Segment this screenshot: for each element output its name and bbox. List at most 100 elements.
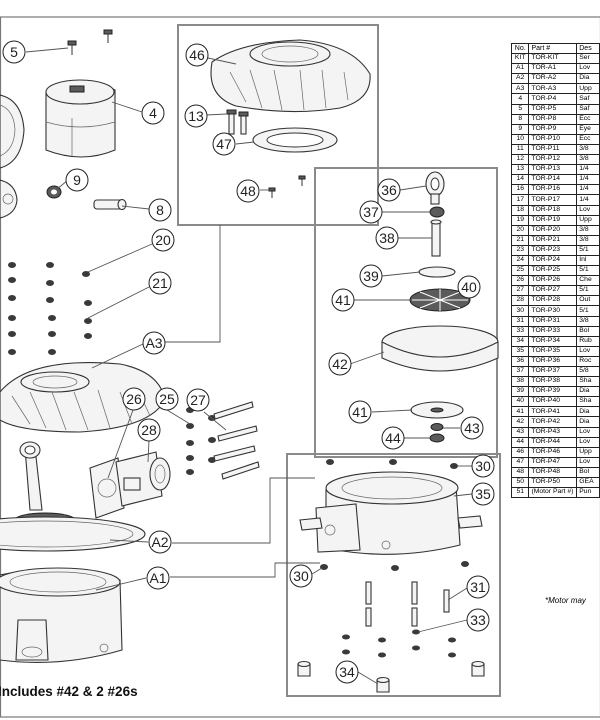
cell-part-number: TOR-P28 bbox=[528, 295, 578, 307]
cell-part-number: TOR-P39 bbox=[528, 386, 578, 398]
column-header-description: Des bbox=[576, 42, 600, 55]
cell-no: 30 bbox=[510, 305, 530, 317]
callout-28: 28 bbox=[137, 418, 161, 442]
cell-no: A2 bbox=[510, 73, 530, 85]
upper-housing-inset-box bbox=[177, 24, 379, 226]
callout-8: 8 bbox=[148, 198, 172, 222]
cell-description: 5/8 bbox=[576, 365, 600, 378]
cell-no: 34 bbox=[510, 335, 530, 347]
lower-housing-part bbox=[0, 567, 123, 663]
callout-4-label: 4 bbox=[149, 105, 157, 121]
cell-description: 1/4 bbox=[576, 164, 600, 176]
cell-part-number: TOR-P23 bbox=[528, 244, 578, 256]
callout-48-label: 48 bbox=[240, 183, 256, 199]
cell-part-number: TOR-P14 bbox=[528, 174, 578, 186]
callout-44-label: 44 bbox=[385, 430, 401, 446]
cell-description: Upp bbox=[576, 214, 600, 226]
rubber-feet-34-part bbox=[297, 660, 485, 693]
cell-description: Lov bbox=[576, 63, 600, 75]
cell-description: Ser bbox=[576, 53, 600, 65]
callout-41-lower-label: 41 bbox=[352, 404, 368, 420]
cell-description: Saf bbox=[576, 93, 600, 105]
cell-part-number: TOR-A1 bbox=[528, 63, 578, 75]
cell-part-number: TOR-P38 bbox=[528, 376, 578, 388]
cell-part-number: TOR-P34 bbox=[528, 335, 578, 347]
cell-no: 31 bbox=[510, 315, 530, 327]
cell-part-number: TOR-P36 bbox=[528, 355, 578, 368]
callout-38-label: 38 bbox=[379, 230, 395, 246]
eccentric-pin-part bbox=[93, 198, 127, 211]
callout-5: 5 bbox=[2, 40, 26, 64]
cell-no: 47 bbox=[510, 456, 530, 468]
cell-description: Dia bbox=[576, 406, 600, 418]
cell-part-number: TOR-P16 bbox=[528, 184, 578, 196]
cell-part-number: TOR-P21 bbox=[528, 234, 578, 246]
cell-description: Pun bbox=[576, 487, 600, 499]
cell-description: Lov bbox=[576, 436, 600, 448]
callout-27: 27 bbox=[186, 388, 210, 412]
cell-no: 14 bbox=[510, 174, 530, 186]
cell-description: 3/8 bbox=[576, 234, 600, 246]
callout-26-label: 26 bbox=[126, 391, 142, 407]
callout-46-label: 46 bbox=[189, 47, 205, 63]
callout-28-label: 28 bbox=[141, 422, 157, 438]
cell-part-number: TOR-A3 bbox=[528, 83, 578, 95]
cell-part-number: TOR-P46 bbox=[528, 446, 578, 458]
outlet-fitting-part bbox=[115, 451, 171, 507]
cell-no: 50 bbox=[510, 477, 530, 489]
cell-no: 39 bbox=[510, 386, 530, 398]
callout-35-label: 35 bbox=[475, 486, 491, 502]
callout-40-label: 40 bbox=[461, 279, 477, 295]
cell-description: Ecc bbox=[576, 133, 600, 145]
cell-no: 16 bbox=[510, 184, 530, 196]
cell-no: KIT bbox=[510, 53, 530, 65]
callout-30-lower: 30 bbox=[289, 564, 313, 588]
cell-part-number: TOR-P41 bbox=[528, 406, 578, 418]
cell-description: 3/8 bbox=[576, 143, 600, 156]
callout-A1: A1 bbox=[146, 566, 170, 590]
callout-25: 25 bbox=[155, 387, 179, 411]
callout-A3-label: A3 bbox=[145, 335, 162, 351]
callout-34: 34 bbox=[335, 660, 359, 684]
kit-note: Includes #42 & 2 #26s bbox=[0, 684, 138, 699]
diaphragm-assembly-part bbox=[0, 441, 146, 552]
callout-44: 44 bbox=[381, 426, 405, 450]
callout-9-label: 9 bbox=[73, 172, 81, 188]
callout-35: 35 bbox=[471, 482, 495, 506]
outer-frame bbox=[0, 16, 600, 718]
callout-21-label: 21 bbox=[152, 275, 168, 291]
upper-housing-inset-part bbox=[210, 39, 371, 113]
callout-47-label: 47 bbox=[216, 136, 232, 152]
column-header-no: No. bbox=[510, 42, 530, 55]
cell-no: 18 bbox=[510, 204, 530, 216]
cell-description: Bol bbox=[576, 466, 600, 479]
cell-no: 46 bbox=[510, 446, 530, 458]
cell-description: 5/1 bbox=[576, 305, 600, 317]
callout-37: 37 bbox=[359, 200, 383, 224]
cell-part-number: TOR-P18 bbox=[528, 204, 578, 216]
callout-5-label: 5 bbox=[10, 44, 18, 60]
cell-part-number: TOR-P24 bbox=[528, 254, 578, 267]
cell-no: A1 bbox=[510, 63, 530, 75]
cell-no: 33 bbox=[510, 325, 530, 337]
